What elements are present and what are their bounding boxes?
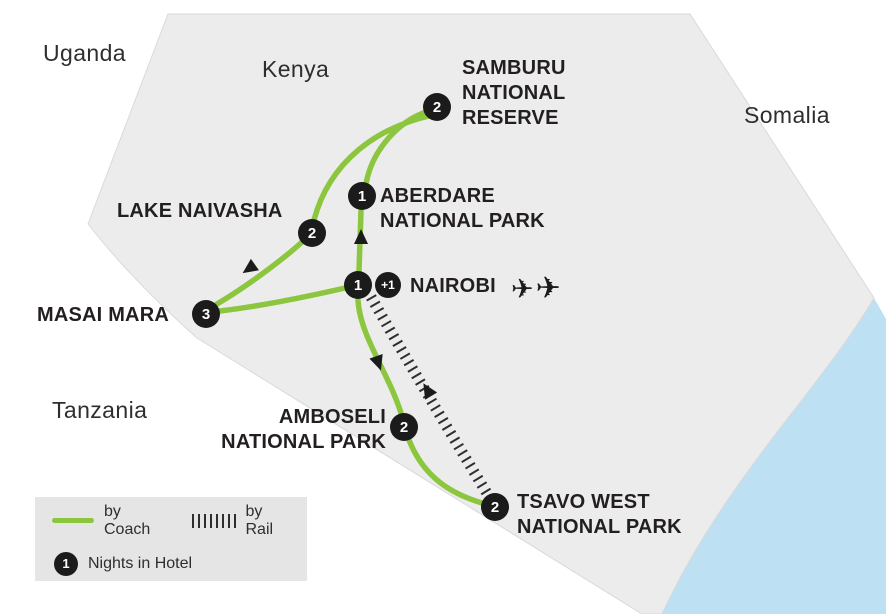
route-nairobi-amboseli xyxy=(355,297,404,416)
nights-badge-icon: 1 xyxy=(54,551,78,576)
label-samburu: SAMBURU NATIONAL RESERVE xyxy=(462,56,566,131)
arrow-toward-amboseli-icon xyxy=(369,354,383,371)
route-masai-mara-nairobi xyxy=(217,285,348,314)
label-line: NAIROBI xyxy=(410,275,496,297)
arrow-toward-aberdare-icon xyxy=(354,229,368,244)
label-line: RESERVE xyxy=(462,107,559,129)
marker-lake-naivasha-nights: 2 xyxy=(298,219,326,247)
country-label-kenya: Kenya xyxy=(262,56,330,82)
marker-samburu-nights: 2 xyxy=(423,93,451,121)
route-aberdare-samburu xyxy=(363,109,429,187)
route-amboseli-tsavo-west xyxy=(406,437,485,506)
label-line: NATIONAL PARK xyxy=(221,431,386,453)
label-masai-mara: MASAI MARA xyxy=(37,303,169,328)
legend-coach-label: by Coach xyxy=(104,502,151,538)
airplane-icon: ✈ xyxy=(511,274,534,304)
route-direction-arrows xyxy=(242,229,438,400)
label-line: NATIONAL xyxy=(462,82,566,104)
coach-line-swatch-icon xyxy=(52,518,94,523)
indian-ocean-water xyxy=(662,298,886,614)
label-tsavo-west: TSAVO WEST NATIONAL PARK xyxy=(517,490,682,540)
marker-aberdare-nights: 1 xyxy=(348,182,376,210)
arrow-rail-toward-nairobi-icon xyxy=(423,383,438,400)
label-line: TSAVO WEST xyxy=(517,491,650,513)
label-amboseli: AMBOSELI NATIONAL PARK xyxy=(188,405,386,455)
route-lake-naivasha-masai-mara xyxy=(214,239,305,307)
rail-line-swatch-icon xyxy=(191,513,236,528)
marker-nairobi-extra-nights: +1 xyxy=(375,272,401,298)
label-line: LAKE NAIVASHA xyxy=(117,200,283,222)
legend-nights-label: Nights in Hotel xyxy=(88,554,193,572)
legend: by Coach by Rail 1 Nights in Hotel xyxy=(35,497,307,581)
marker-tsavo-west-nights: 2 xyxy=(481,493,509,521)
legend-row-transport: by Coach by Rail xyxy=(52,503,290,539)
country-label-tanzania: Tanzania xyxy=(52,397,148,423)
label-lake-naivasha: LAKE NAIVASHA xyxy=(117,199,283,224)
country-label-uganda: Uganda xyxy=(43,40,126,66)
marker-amboseli-nights: 2 xyxy=(390,413,418,441)
label-line: SAMBURU xyxy=(462,57,566,79)
nairobi-airport-icons: ✈✈ xyxy=(511,271,561,306)
legend-rail-label: by Rail xyxy=(245,502,274,538)
label-line: NATIONAL PARK xyxy=(517,516,682,538)
kenya-landmass xyxy=(87,13,875,614)
arrow-toward-masai-mara-icon xyxy=(242,258,259,274)
route-samburu-lake-naivasha xyxy=(311,113,432,223)
label-aberdare: ABERDARE NATIONAL PARK xyxy=(380,184,545,234)
label-nairobi: NAIROBI xyxy=(410,274,496,299)
label-line: ABERDARE xyxy=(380,185,495,207)
label-line: MASAI MARA xyxy=(37,304,169,326)
label-line: NATIONAL PARK xyxy=(380,210,545,232)
marker-masai-mara-nights: 3 xyxy=(192,300,220,328)
country-label-somalia: Somalia xyxy=(744,102,830,128)
legend-row-nights: 1 Nights in Hotel xyxy=(52,551,290,576)
marker-nairobi-nights: 1 xyxy=(344,271,372,299)
airplane-icon: ✈ xyxy=(535,272,561,305)
label-line: AMBOSELI xyxy=(278,406,386,428)
